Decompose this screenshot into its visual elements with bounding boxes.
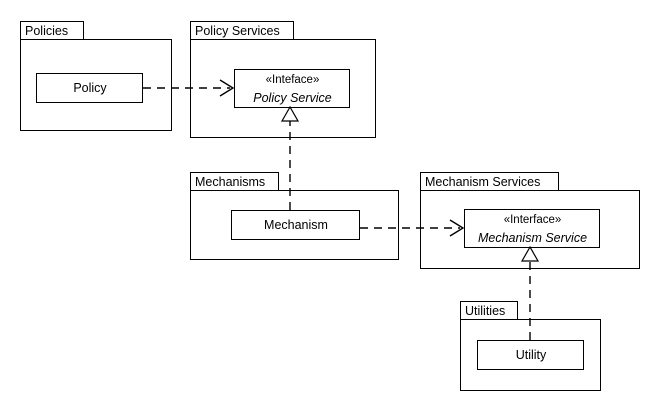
package-mechanism-services-label: Mechanism Services bbox=[425, 175, 541, 189]
interface-mechanism-service-name: Mechanism Service bbox=[477, 231, 588, 245]
interface-policy-service-stereotype: «Inteface» bbox=[265, 74, 320, 86]
package-policies[interactable] bbox=[20, 21, 172, 131]
interface-policy-service-name: Policy Service bbox=[253, 91, 332, 105]
realization-mechanism-triangle bbox=[280, 105, 300, 122]
dependency-mechanism-arrowhead bbox=[449, 219, 465, 237]
class-policy-label: Policy bbox=[73, 81, 107, 95]
realization-utility-triangle bbox=[520, 245, 540, 262]
class-policy-box[interactable] bbox=[36, 73, 143, 103]
package-policies-label: Policies bbox=[25, 24, 69, 38]
realization-mechanism-to-policy-service[interactable] bbox=[280, 105, 300, 210]
package-mechanisms-body bbox=[190, 190, 399, 260]
package-utilities-label: Utilities bbox=[465, 304, 506, 318]
class-mechanism-label: Mechanism bbox=[264, 218, 328, 232]
package-policy-services-label: Policy Services bbox=[195, 24, 280, 38]
class-mechanism-box[interactable] bbox=[231, 210, 360, 240]
dependency-mechanism-to-mechanism-service[interactable] bbox=[360, 219, 465, 237]
dependency-policy-to-policy-service[interactable] bbox=[143, 79, 235, 97]
package-mechanisms-label: Mechanisms bbox=[195, 175, 266, 189]
class-utility-box[interactable] bbox=[477, 340, 584, 370]
interface-mechanism-service-stereotype: «Interface» bbox=[503, 214, 562, 226]
dependency-policy-arrowhead bbox=[219, 79, 235, 97]
interface-mechanism-service-box[interactable] bbox=[464, 209, 600, 248]
interface-policy-service-box[interactable] bbox=[234, 69, 350, 108]
package-utilities[interactable] bbox=[460, 301, 601, 391]
package-mechanisms[interactable] bbox=[190, 172, 399, 260]
class-utility-label: Utility bbox=[515, 348, 547, 362]
realization-utility-to-mechanism-service[interactable] bbox=[520, 245, 540, 340]
